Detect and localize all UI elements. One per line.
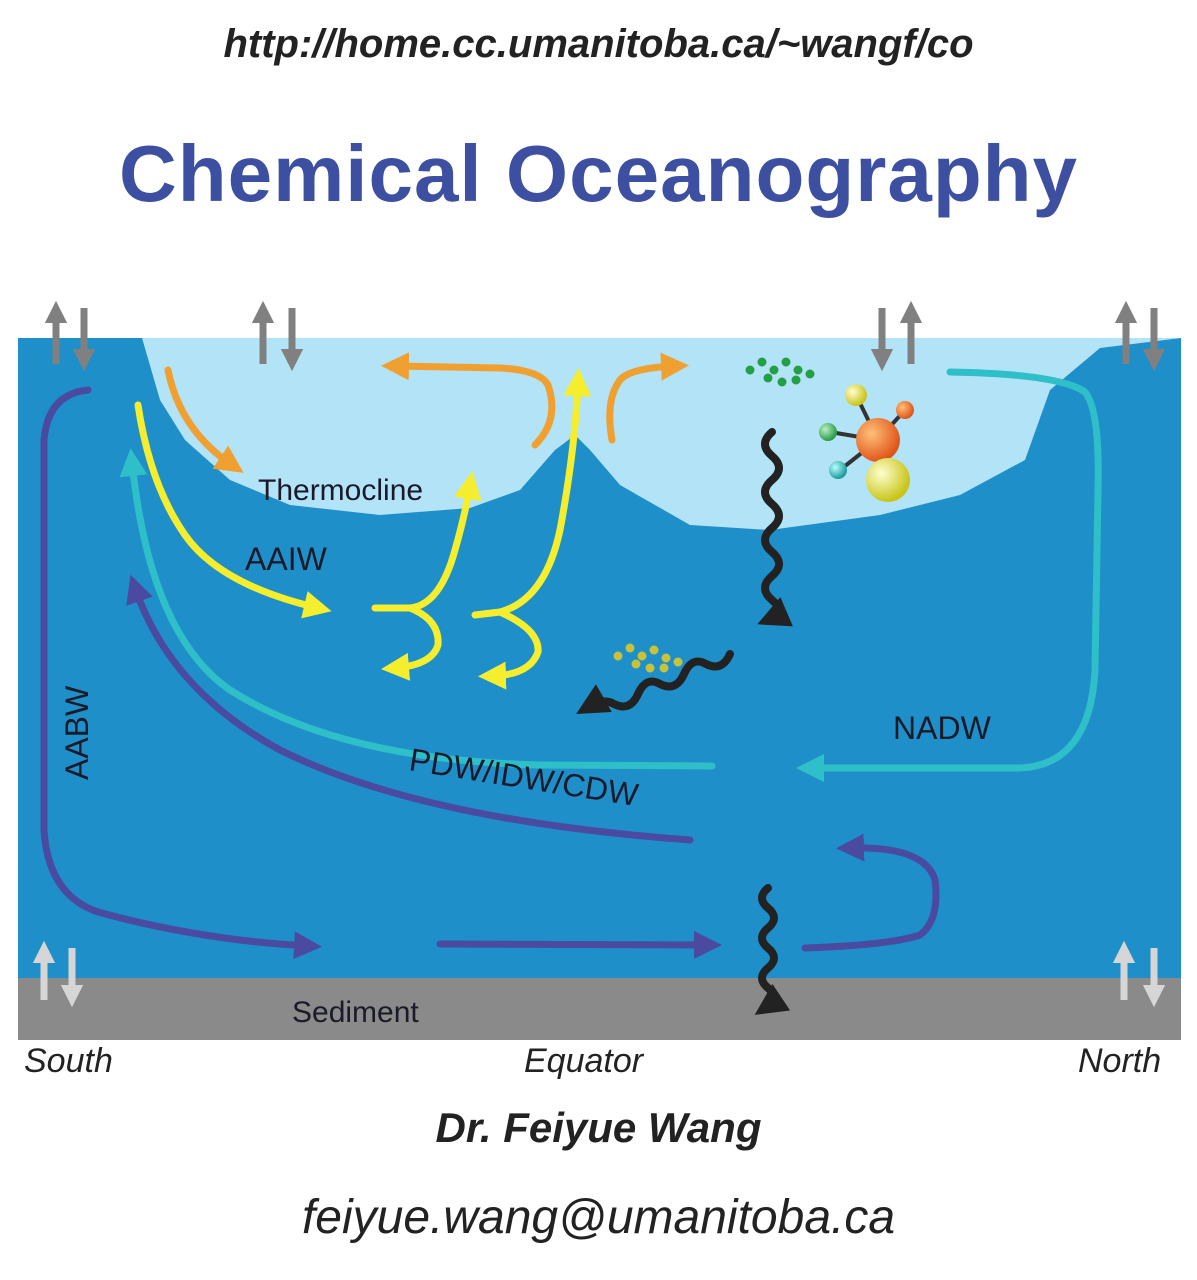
author-name: Dr. Feiyue Wang	[435, 1104, 762, 1151]
exchange-arrows-icon	[32, 940, 1166, 1008]
deep-water-flow-arrows	[119, 368, 1102, 782]
sediment-label: Sediment	[292, 996, 419, 1029]
page-title: Chemical Oceanography	[118, 129, 1079, 218]
ocean-circulation-diagram: Thermocline AAIW AABW PDW/IDW/CDW NADW S…	[18, 300, 1181, 1040]
surface-flow-arrows	[164, 352, 689, 473]
aaiw-flow-arrows	[134, 368, 592, 690]
particles-icon	[745, 357, 815, 387]
aabw-label: AABW	[59, 685, 95, 780]
south-label: South	[24, 1042, 113, 1080]
thermocline-label: Thermocline	[258, 474, 423, 507]
nadw-label: NADW	[893, 710, 992, 746]
north-label: North	[1078, 1042, 1162, 1080]
author-email: feiyue.wang@umanitoba.ca	[301, 1191, 896, 1244]
bottom-water-flow-arrows	[40, 386, 940, 960]
equator-label: Equator	[524, 1042, 644, 1080]
exchange-arrows-icon	[44, 300, 1166, 372]
sediment-layer	[18, 978, 1181, 1040]
upper-ocean	[142, 338, 1181, 530]
particles-icon	[613, 643, 683, 673]
aaiw-label: AAIW	[245, 541, 328, 577]
wavy-sinking-arrow-icon	[576, 428, 794, 1015]
url-text: http://home.cc.umanitoba.ca/~wangf/co	[223, 22, 974, 66]
molecule-icon	[819, 384, 914, 502]
